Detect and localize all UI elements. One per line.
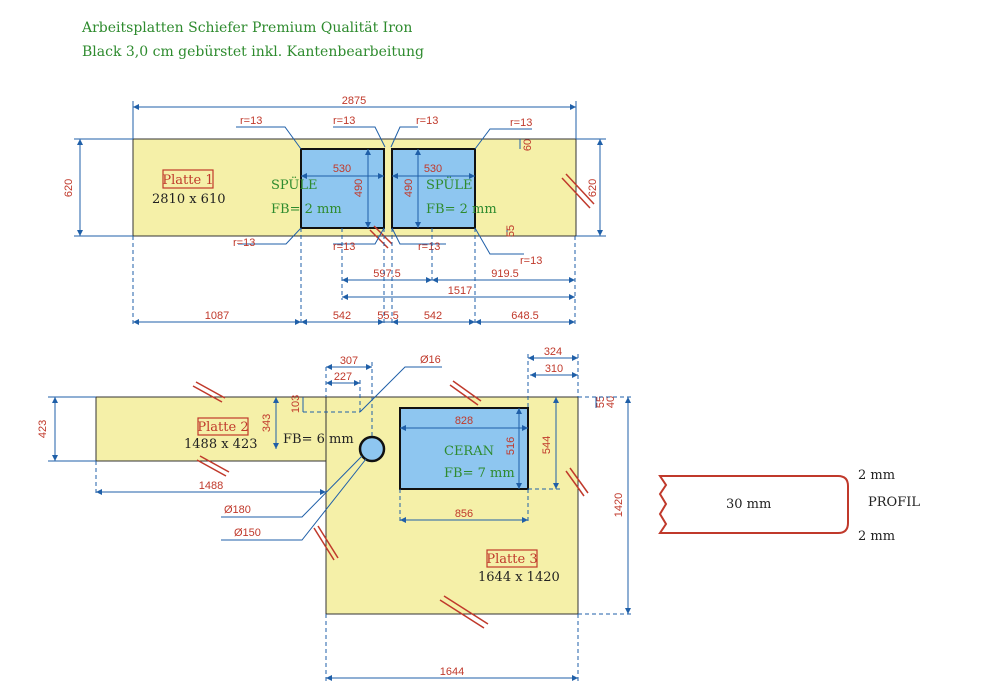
dim-542-right: 542 bbox=[424, 310, 442, 322]
sink-left-label: SPÜLE bbox=[271, 176, 318, 193]
dim-55-5: 55.5 bbox=[377, 310, 398, 322]
sink-left-fb: FB= 2 mm bbox=[271, 202, 342, 217]
dim-856: 856 bbox=[455, 508, 473, 520]
dim-103: 103 bbox=[290, 395, 302, 413]
joint-hatch-2 bbox=[192, 380, 589, 629]
dim-919-5: 919.5 bbox=[491, 268, 519, 280]
sink-right-fb: FB= 2 mm bbox=[426, 202, 497, 217]
platte-1-name: Platte 1 bbox=[162, 173, 213, 188]
platte-2-name-box bbox=[197, 417, 249, 436]
ceran-label: CERAN bbox=[444, 444, 494, 459]
platte-1: Platte 1 2810 x 610 SPÜLE FB= 2 mm SPÜLE… bbox=[63, 95, 606, 326]
edge-profile: 30 mm 2 mm PROFIL 2 mm bbox=[658, 468, 920, 544]
platte-2-size: 1488 x 423 bbox=[184, 437, 258, 452]
dim-307: 307 bbox=[340, 355, 358, 367]
platte-2-slab bbox=[95, 396, 327, 462]
dim-227: 227 bbox=[334, 371, 352, 383]
dim-1420: 1420 bbox=[613, 493, 625, 517]
dim-r13-8: r=13 bbox=[520, 255, 542, 267]
edge-profile-shape bbox=[658, 475, 849, 534]
dim-310: 310 bbox=[545, 363, 563, 375]
dim-516: 516 bbox=[505, 437, 517, 455]
ceran-cutout bbox=[399, 407, 529, 490]
dim-620-left: 620 bbox=[63, 179, 75, 197]
dim-1087: 1087 bbox=[205, 310, 229, 322]
dim-sink-right-490: 490 bbox=[403, 179, 415, 197]
dim-648-5: 648.5 bbox=[511, 310, 539, 322]
dim-40-p3: 40 bbox=[605, 396, 617, 408]
dim-r13-6: r=13 bbox=[333, 241, 355, 253]
dim-d16: Ø16 bbox=[420, 354, 441, 366]
title-line-2: Black 3,0 cm gebürstet inkl. Kantenbearb… bbox=[82, 44, 424, 60]
dim-55-p3: 55 bbox=[595, 396, 607, 408]
dim-60: 60 bbox=[522, 139, 534, 151]
dim-d180: Ø180 bbox=[224, 504, 251, 516]
dim-r13-2: r=13 bbox=[333, 115, 355, 127]
platte-3-size: 1644 x 1420 bbox=[478, 570, 560, 585]
dim-r13-1: r=13 bbox=[240, 115, 262, 127]
sink-right-label: SPÜLE bbox=[426, 176, 473, 193]
dim-d150: Ø150 bbox=[234, 527, 261, 539]
platte-1-name-box bbox=[162, 169, 214, 189]
dim-2875: 2875 bbox=[342, 95, 366, 107]
title-line-1: Arbeitsplatten Schiefer Premium Qualität… bbox=[82, 20, 413, 36]
platte-2-3: Platte 2 1488 x 423 FB= 6 mm CERAN FB= 7… bbox=[37, 346, 634, 682]
tap-hole-circle bbox=[358, 435, 386, 463]
dim-55-p1: 55 bbox=[505, 225, 517, 237]
ceran-fb: FB= 7 mm bbox=[444, 466, 515, 481]
platte-3-name-box bbox=[486, 549, 538, 568]
dim-828: 828 bbox=[455, 415, 473, 427]
profil-edge-top: 2 mm bbox=[858, 468, 895, 483]
platte-2-name: Platte 2 bbox=[197, 420, 248, 435]
dim-1488: 1488 bbox=[199, 480, 223, 492]
dim-sink-right-530: 530 bbox=[424, 163, 442, 175]
dim-r13-4: r=13 bbox=[510, 117, 532, 129]
sink-right-cutout bbox=[391, 148, 476, 229]
dim-r13-7: r=13 bbox=[418, 241, 440, 253]
profil-thickness: 30 mm bbox=[726, 497, 771, 512]
profil-label: PROFIL bbox=[868, 495, 920, 510]
dim-542-left: 542 bbox=[333, 310, 351, 322]
dim-1644: 1644 bbox=[440, 666, 464, 678]
platte-1-size: 2810 x 610 bbox=[152, 192, 226, 207]
dim-sink-left-490: 490 bbox=[353, 179, 365, 197]
dim-r13-5: r=13 bbox=[233, 237, 255, 249]
dim-sink-left-530: 530 bbox=[333, 163, 351, 175]
dim-544: 544 bbox=[541, 436, 553, 454]
dim-343: 343 bbox=[261, 414, 273, 432]
platte-3-name: Platte 3 bbox=[486, 552, 537, 567]
dim-r13-3: r=13 bbox=[416, 115, 438, 127]
platte-2-fb: FB= 6 mm bbox=[283, 432, 354, 447]
dim-1517: 1517 bbox=[448, 285, 472, 297]
dim-324: 324 bbox=[544, 346, 562, 358]
dim-597-5: 597.5 bbox=[373, 268, 401, 280]
radius-leaders bbox=[236, 126, 532, 255]
profil-edge-bottom: 2 mm bbox=[858, 529, 895, 544]
dim-423: 423 bbox=[37, 420, 49, 438]
dim-620-right: 620 bbox=[587, 179, 599, 197]
joint-hatch-1 bbox=[369, 173, 595, 249]
